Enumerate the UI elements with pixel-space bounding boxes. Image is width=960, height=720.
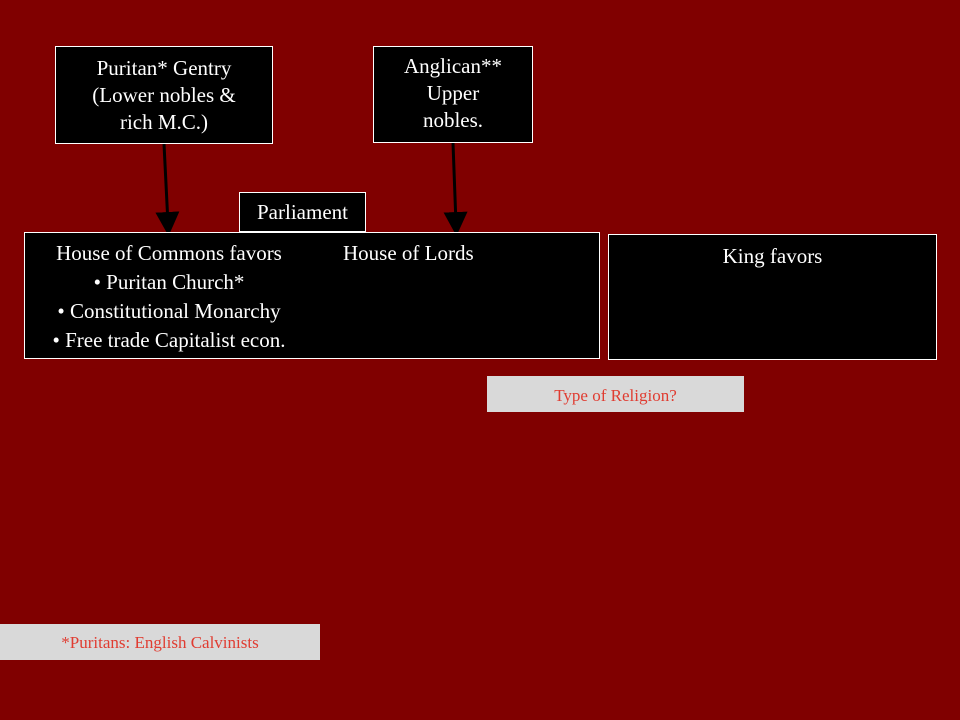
puritan-gentry-box: Puritan* Gentry (Lower nobles & rich M.C… bbox=[55, 46, 273, 144]
parliament-box: House of Commons favors • Puritan Church… bbox=[24, 232, 600, 359]
commons-line-3: • Constitutional Monarchy bbox=[57, 299, 281, 323]
parliament-label: Parliament bbox=[239, 192, 366, 232]
house-of-lords: House of Lords bbox=[343, 241, 474, 265]
commons-line-1: House of Commons favors bbox=[56, 241, 282, 265]
commons-line-4: • Free trade Capitalist econ. bbox=[52, 328, 286, 352]
anglican-line-3: nobles. bbox=[422, 108, 484, 132]
house-of-commons: House of Commons favors • Puritan Church… bbox=[25, 239, 313, 355]
puritans-footnote: *Puritans: English Calvinists bbox=[0, 624, 320, 660]
type-of-religion-label: Type of Religion? bbox=[487, 376, 744, 412]
anglican-nobles-box: Anglican** Upper nobles. bbox=[373, 46, 533, 143]
king-favors-box: King favors bbox=[608, 234, 937, 360]
arrow-anglican-to-lords bbox=[443, 142, 468, 236]
gentry-line-2: (Lower nobles & bbox=[92, 83, 236, 107]
gentry-line-1: Puritan* Gentry bbox=[96, 56, 232, 80]
commons-line-2: • Puritan Church* bbox=[93, 270, 245, 294]
arrow-gentry-to-commons bbox=[155, 143, 180, 236]
anglican-line-2: Upper bbox=[426, 81, 480, 105]
gentry-line-3: rich M.C.) bbox=[119, 110, 209, 134]
anglican-line-1: Anglican** bbox=[404, 54, 502, 78]
